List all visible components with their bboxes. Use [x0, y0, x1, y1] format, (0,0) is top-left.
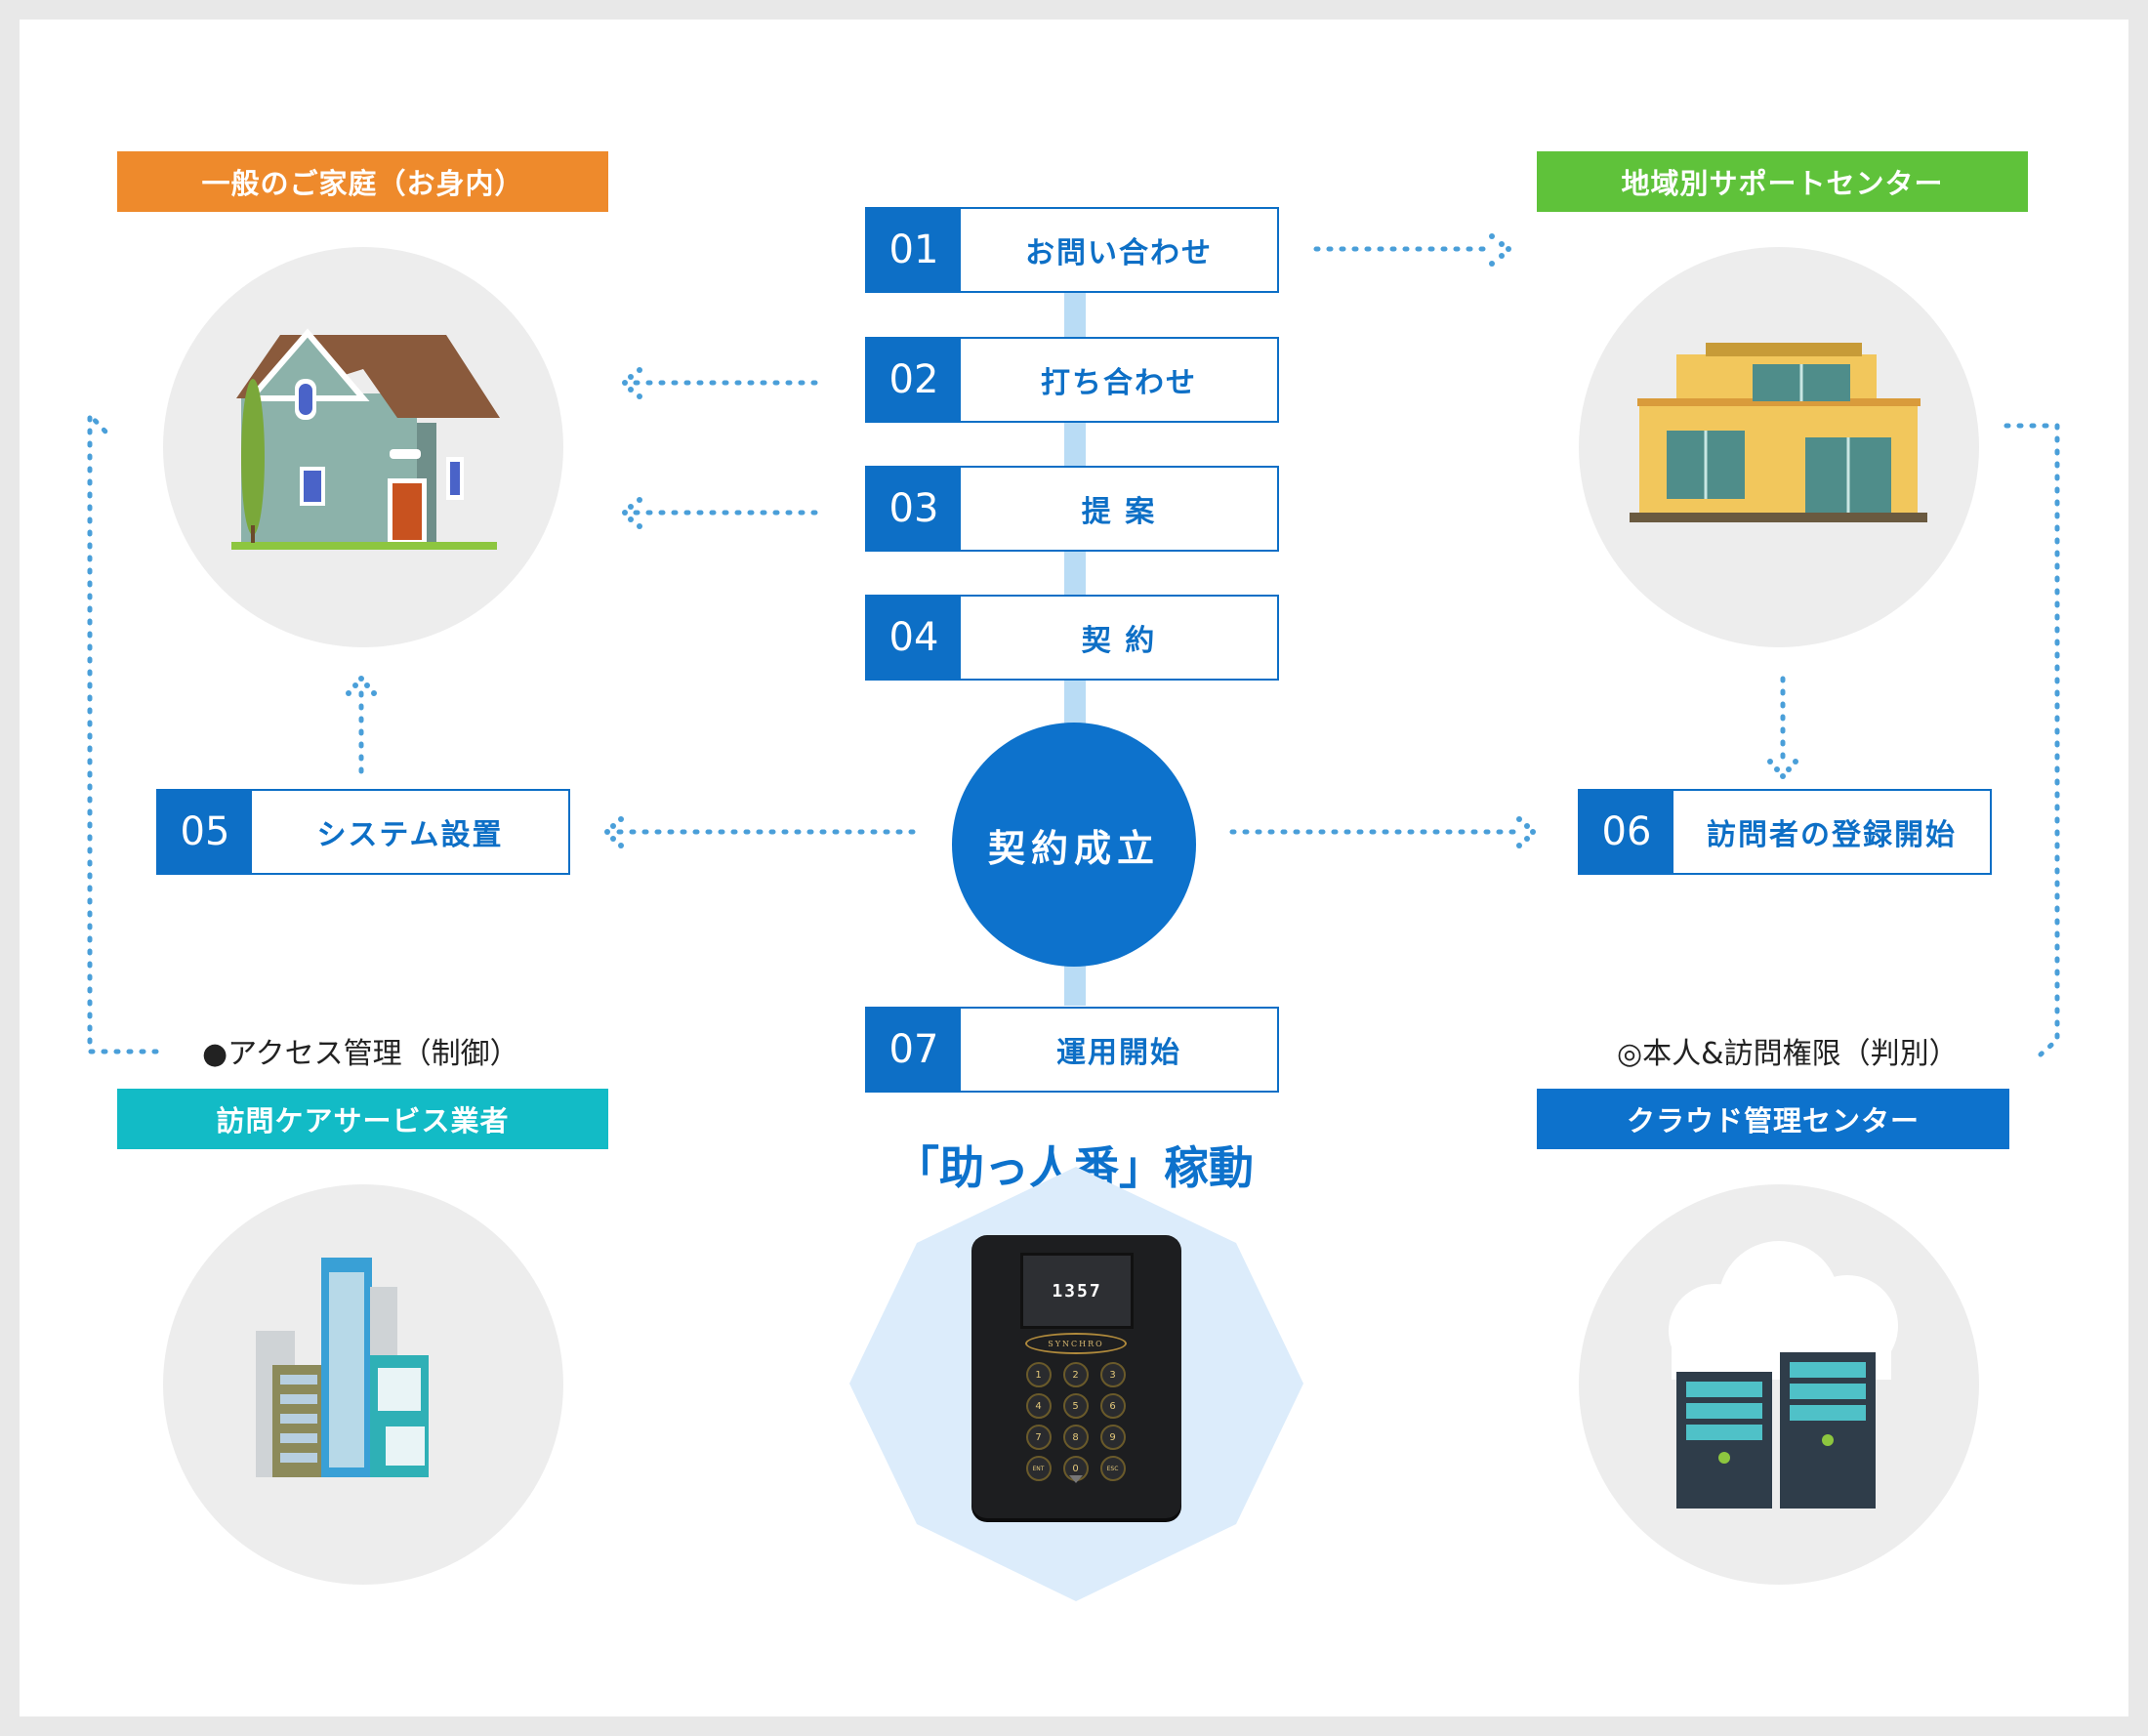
step-number: 03: [867, 468, 961, 550]
key-5[interactable]: 5: [1062, 1393, 1089, 1419]
family-house-circle: [163, 247, 563, 647]
step-number: 04: [867, 597, 961, 679]
cloud-center-circle: [1579, 1184, 1979, 1585]
contract-established-circle: 契約成立: [952, 723, 1196, 967]
group-label-care: 訪問ケアサービス業者: [117, 1089, 608, 1149]
step-07-operation-start: 07 運用開始: [865, 1007, 1279, 1093]
step-number: 06: [1580, 791, 1673, 873]
step-number: 01: [867, 209, 961, 291]
step-number: 05: [158, 791, 252, 873]
step-01-inquiry: 01 お問い合わせ: [865, 207, 1279, 293]
authorization-note: ◎本人&訪問権限（判別）: [1617, 1037, 1959, 1071]
step-05-installation: 05 システム設置: [156, 789, 570, 875]
key-ent[interactable]: ENT: [1025, 1456, 1052, 1481]
key-3[interactable]: 3: [1099, 1362, 1126, 1387]
step-label: 契 約: [1081, 624, 1157, 658]
device-screen: 1357: [1020, 1253, 1134, 1329]
door-keypad-device: 1357 SYNCHRO 1 2 3 4 5 6 7 8 9 ENT 0 ESC: [971, 1235, 1181, 1518]
step-04-contract: 04 契 約: [865, 595, 1279, 681]
key-7[interactable]: 7: [1025, 1425, 1052, 1450]
key-2[interactable]: 2: [1062, 1362, 1089, 1387]
care-building-illustration: [256, 1258, 429, 1477]
step-label: 提 案: [1081, 495, 1157, 529]
support-center-circle: [1579, 247, 1979, 647]
device-display-code: 1357: [1052, 1280, 1102, 1302]
house-illustration: [231, 328, 500, 550]
key-8[interactable]: 8: [1062, 1425, 1089, 1450]
key-4[interactable]: 4: [1025, 1393, 1052, 1419]
step-number: 02: [867, 339, 961, 421]
step-06-visitor-registration: 06 訪問者の登録開始: [1578, 789, 1992, 875]
key-9[interactable]: 9: [1099, 1425, 1126, 1450]
group-label-cloud: クラウド管理センター: [1537, 1089, 2009, 1149]
group-label-family: 一般のご家庭（お身内）: [117, 151, 608, 212]
care-company-circle: [163, 1184, 563, 1585]
server-cloud-illustration: [1669, 1241, 1898, 1509]
key-esc[interactable]: ESC: [1099, 1456, 1126, 1481]
group-label-support: 地域別サポートセンター: [1537, 151, 2028, 212]
device-down-arrow-icon: [1069, 1475, 1083, 1483]
office-building-illustration: [1630, 343, 1927, 522]
key-6[interactable]: 6: [1099, 1393, 1126, 1419]
step-label: お問い合わせ: [1025, 236, 1213, 270]
step-label: システム設置: [316, 818, 504, 852]
step-03-proposal: 03 提 案: [865, 466, 1279, 552]
device-brand-logo: SYNCHRO: [1025, 1333, 1127, 1354]
step-label: 打ち合わせ: [1041, 366, 1197, 400]
step-label: 訪問者の登録開始: [1707, 818, 1957, 852]
device-keypad: 1 2 3 4 5 6 7 8 9 ENT 0 ESC: [1025, 1362, 1128, 1481]
step-label: 運用開始: [1056, 1036, 1181, 1070]
access-control-note: ●アクセス管理（制御）: [202, 1037, 519, 1071]
step-02-meeting: 02 打ち合わせ: [865, 337, 1279, 423]
key-1[interactable]: 1: [1025, 1362, 1052, 1387]
step-number: 07: [867, 1009, 961, 1091]
